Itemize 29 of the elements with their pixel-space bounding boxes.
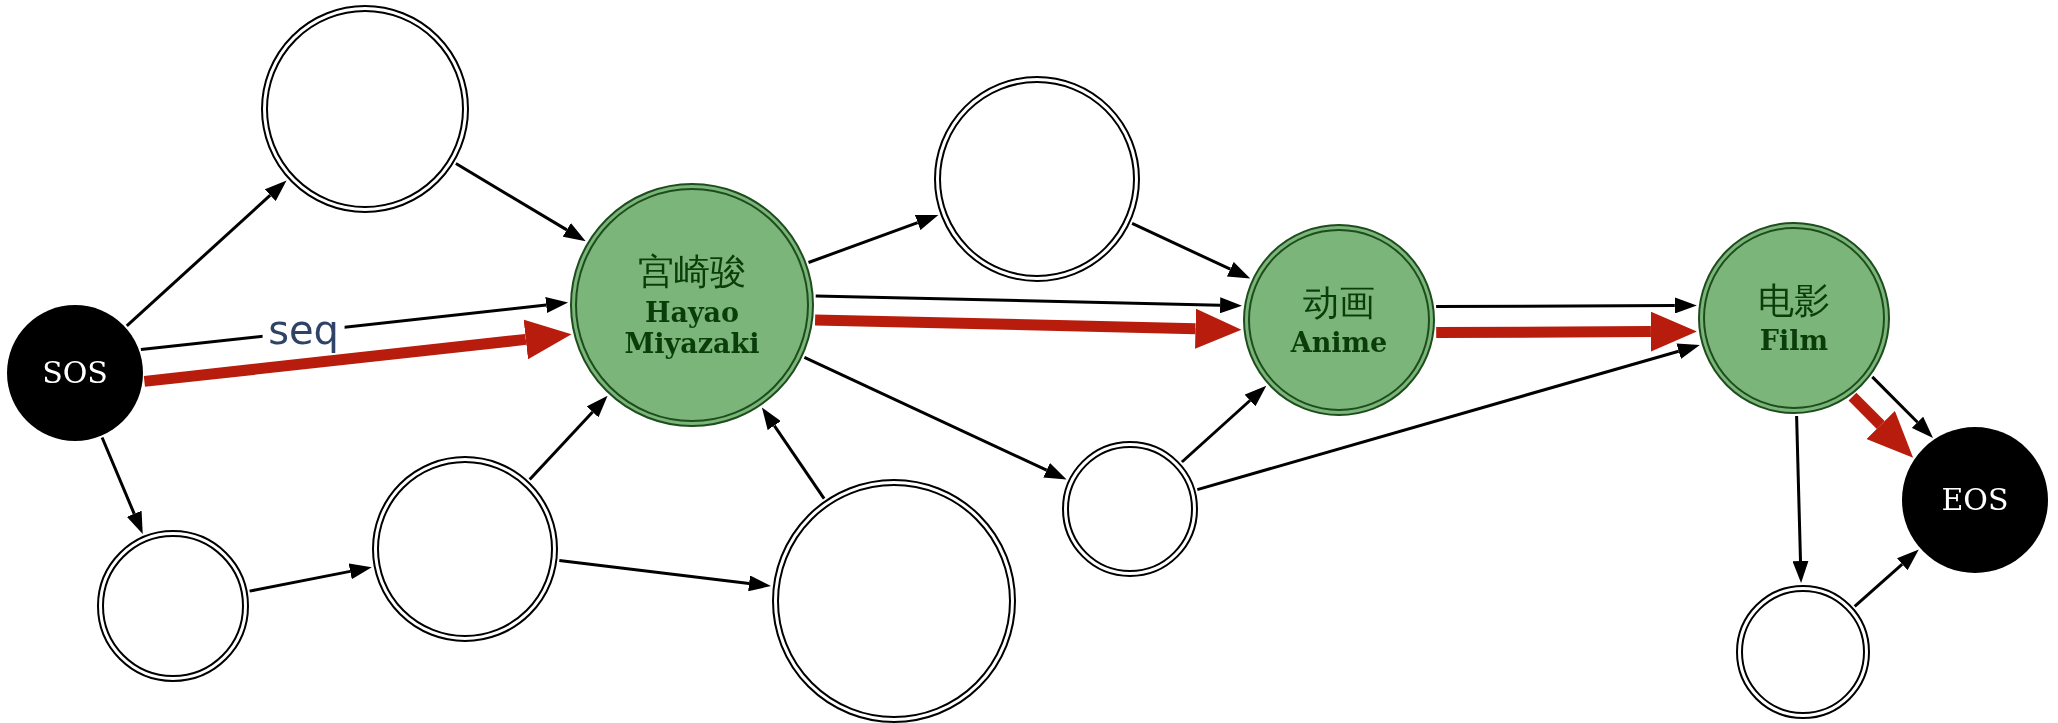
arrow [814,308,1242,349]
arrow [1180,385,1267,464]
arrow [803,356,1067,480]
node-label: Hayao Miyazaki [623,296,761,359]
arrow [249,563,372,593]
arrow [1853,549,1919,608]
arrow [815,294,1243,314]
arrow [125,180,287,327]
arrow [1131,222,1251,279]
arrow [528,395,608,481]
node-label: SOS [42,355,108,391]
node-label: 动画 [1303,281,1375,324]
arrow [143,319,572,387]
arrow [100,436,143,535]
node-label: 电影 [1758,279,1830,322]
arrow [808,215,939,264]
arrow [1436,297,1697,314]
arrow [1871,375,1933,438]
node-label: EOS [1941,482,2009,518]
node-label: Film [1759,325,1829,357]
arrow [1848,392,1914,458]
arrow [455,162,586,242]
arrow [761,407,826,500]
arrow [1792,415,1809,583]
node-label: 宫崎骏 [638,251,746,293]
arrow [559,558,771,592]
arrow [1196,343,1700,492]
node-label: Anime [1290,327,1388,359]
arrow [1436,311,1697,352]
